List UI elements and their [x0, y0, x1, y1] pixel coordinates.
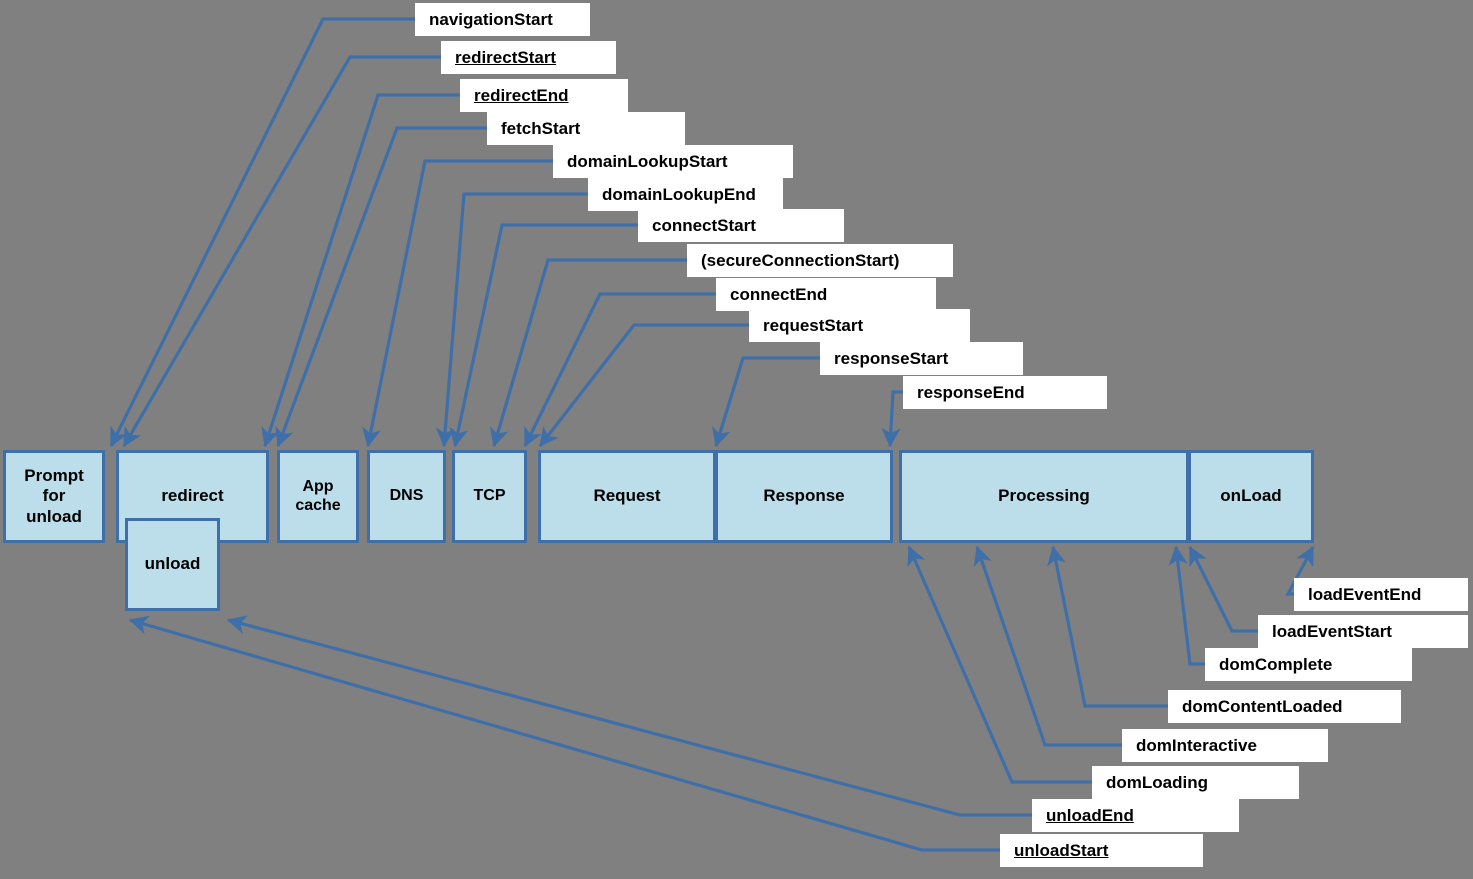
phase-box-processing: Processing	[899, 450, 1189, 543]
phase-label-unload: unload	[144, 554, 201, 574]
phase-box-app-cache: App cache	[277, 450, 359, 543]
event-label-secureConnectionStart: (secureConnectionStart)	[687, 244, 953, 277]
event-label-domainLookupStart: domainLookupStart	[553, 145, 793, 178]
event-label-text-domComplete: domComplete	[1219, 654, 1333, 674]
event-label-domainLookupEnd: domainLookupEnd	[588, 178, 783, 211]
connector-fetchStart-to-redirect	[275, 126, 489, 448]
phase-box-prompt-for-unload: Prompt for unload	[3, 450, 105, 543]
event-label-loadEventEnd: loadEventEnd	[1294, 578, 1468, 611]
event-label-text-navigationStart: navigationStart	[429, 9, 553, 29]
phase-label-request: Request	[593, 486, 661, 506]
connector-responseStart-to-response	[712, 356, 822, 448]
phase-label-tcp: TCP	[473, 487, 506, 505]
event-label-domLoading: domLoading	[1092, 766, 1299, 799]
phase-label-response: Response	[763, 486, 845, 506]
event-label-fetchStart: fetchStart	[487, 112, 685, 145]
event-label-requestStart: requestStart	[749, 309, 970, 342]
event-label-text-domInteractive: domInteractive	[1136, 735, 1257, 755]
event-label-connectStart: connectStart	[638, 209, 844, 242]
phase-box-unload: unload	[125, 518, 220, 611]
phase-label-app-cache: App cache	[295, 477, 341, 514]
connector-domContentLoaded-to-processing	[1047, 545, 1170, 708]
connector-secureConnectionStart-to-tcp	[489, 258, 689, 448]
connector-domLoading-to-processing	[907, 545, 1094, 784]
phase-label-redirect: redirect	[161, 486, 224, 506]
event-label-unloadEnd: unloadEnd	[1032, 799, 1239, 832]
event-label-text-loadEventEnd: loadEventEnd	[1308, 584, 1422, 604]
event-label-text-unloadEnd: unloadEnd	[1046, 805, 1134, 825]
connector-domComplete-to-processing	[1168, 545, 1207, 666]
event-label-text-domainLookupEnd: domainLookupEnd	[602, 184, 756, 204]
event-label-text-redirectStart: redirectStart	[455, 47, 557, 67]
connector-unloadStart-to-unload	[128, 615, 1002, 852]
event-label-text-domainLookupStart: domainLookupStart	[567, 151, 728, 171]
connector-domainLookupStart-to-app-cache	[362, 159, 555, 448]
phase-box-request: Request	[538, 450, 716, 543]
event-label-responseEnd: responseEnd	[903, 376, 1107, 409]
connector-navigationStart-to-prompt-for-unload	[109, 17, 417, 448]
event-label-navigationStart: navigationStart	[415, 3, 590, 36]
phase-label-dns: DNS	[389, 487, 424, 505]
event-label-text-unloadStart: unloadStart	[1014, 840, 1109, 860]
phase-label-processing: Processing	[998, 486, 1090, 506]
phase-box-tcp: TCP	[452, 450, 527, 543]
event-label-text-connectEnd: connectEnd	[730, 284, 828, 304]
event-label-text-secureConnectionStart: (secureConnectionStart)	[701, 250, 900, 270]
event-label-text-loadEventStart: loadEventStart	[1272, 621, 1392, 641]
event-label-text-responseEnd: responseEnd	[917, 382, 1025, 402]
connector-connectEnd-to-tcp	[523, 292, 718, 448]
event-label-text-requestStart: requestStart	[763, 315, 864, 335]
connector-redirectEnd-to-redirect	[261, 93, 462, 448]
phase-box-dns: DNS	[367, 450, 446, 543]
event-label-connectEnd: connectEnd	[716, 278, 936, 311]
connector-domInteractive-to-processing	[973, 545, 1124, 747]
event-label-redirectStart: redirectStart	[441, 41, 616, 74]
event-label-domComplete: domComplete	[1205, 648, 1412, 681]
connector-connectStart-to-tcp	[449, 223, 640, 448]
connector-unloadEnd-to-unload	[226, 615, 1034, 817]
event-label-text-domContentLoaded: domContentLoaded	[1182, 696, 1343, 716]
event-label-domInteractive: domInteractive	[1122, 729, 1328, 762]
event-label-text-domLoading: domLoading	[1106, 772, 1208, 792]
connector-redirectStart-to-prompt-for-unload	[122, 55, 443, 448]
event-label-unloadStart: unloadStart	[1000, 834, 1203, 867]
event-label-domContentLoaded: domContentLoaded	[1168, 690, 1401, 723]
phase-box-response: Response	[715, 450, 893, 543]
event-label-text-fetchStart: fetchStart	[501, 118, 581, 138]
event-label-redirectEnd: redirectEnd	[460, 79, 628, 112]
phase-label-prompt-for-unload: Prompt for unload	[24, 466, 84, 526]
event-label-text-responseStart: responseStart	[834, 348, 949, 368]
event-label-text-redirectEnd: redirectEnd	[474, 85, 569, 105]
event-label-responseStart: responseStart	[820, 342, 1023, 375]
connector-requestStart-to-request	[538, 323, 751, 448]
phase-label-onload: onLoad	[1220, 486, 1282, 506]
connector-domainLookupEnd-to-dns	[435, 192, 590, 448]
connector-loadEventStart-to-onload	[1188, 545, 1260, 633]
phase-box-onload: onLoad	[1188, 450, 1314, 543]
event-label-text-connectStart: connectStart	[652, 215, 756, 235]
event-label-loadEventStart: loadEventStart	[1258, 615, 1468, 648]
